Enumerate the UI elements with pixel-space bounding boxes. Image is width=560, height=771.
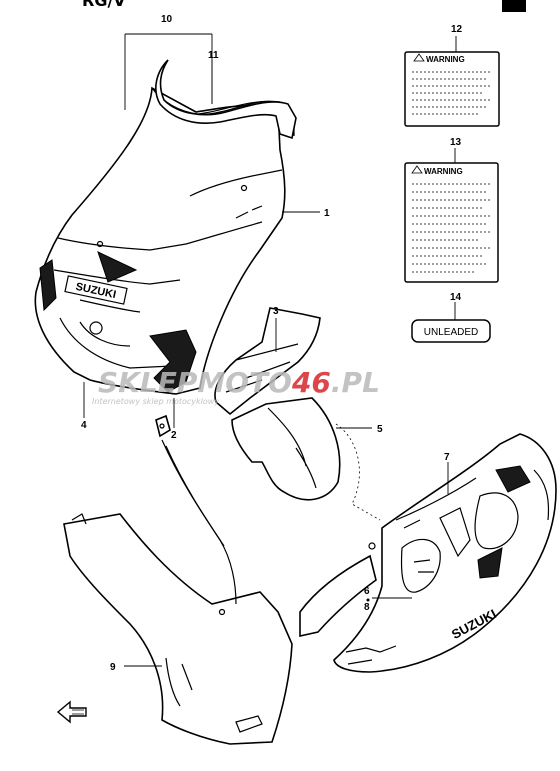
lower-cowling: [63, 513, 293, 745]
leader-lines: [83, 33, 457, 667]
callout-8: 8: [364, 602, 370, 613]
watermark-tagline: Internetowy sklep motocyklowy: [92, 397, 219, 406]
callout-5: 5: [377, 424, 383, 435]
model-title: RG/V: [82, 0, 126, 10]
arrow-left-icon: [56, 700, 87, 724]
windscreen: [155, 59, 297, 140]
watermark-domain: .PL: [331, 366, 380, 399]
warning-title-12: WARNING: [426, 55, 465, 64]
watermark-brand-b: MOTO: [197, 366, 292, 399]
callout-13: 13: [450, 137, 462, 148]
callout-4: 4: [81, 420, 87, 431]
callout-9: 9: [110, 662, 116, 673]
warning-title-13: WARNING: [424, 167, 463, 176]
unleaded-text: UNLEADED: [424, 327, 478, 338]
inner-cover: [231, 397, 341, 501]
svg-text:SKLEPMOTO46.PL: SKLEPMOTO46.PL: [98, 366, 380, 399]
bracket: [155, 414, 171, 438]
callout-12: 12: [451, 24, 463, 35]
watermark-brand-c: 46: [291, 366, 331, 399]
caution-triangle-icon: [413, 53, 425, 62]
watermark: SKLEPMOTO46.PL Internetowy sklep motocyk…: [92, 366, 380, 406]
warning-label-12: WARNING: [404, 51, 500, 127]
side-cowling: SUZUKI: [333, 433, 557, 673]
callout-11: 11: [208, 50, 219, 61]
callout-6: 6: [364, 586, 370, 597]
callout-10: 10: [161, 14, 173, 25]
caution-triangle-icon: [411, 165, 423, 174]
front-cowling: SUZUKI: [34, 63, 295, 395]
unleaded-label-14: UNLEADED: [411, 319, 491, 343]
callout-3: 3: [273, 306, 279, 317]
watermark-brand-a: SKLEP: [98, 366, 198, 399]
callout-2: 2: [171, 430, 177, 441]
callout-1: 1: [324, 208, 330, 219]
callout-14: 14: [450, 292, 462, 303]
callout-7: 7: [444, 452, 450, 463]
page-letter-block: [502, 0, 526, 12]
callouts: 10 11 12 13 14 1 3 2 4 5 7 6 8 9: [81, 14, 463, 673]
inner-panel: [214, 307, 321, 416]
warning-label-13: WARNING: [404, 162, 499, 283]
